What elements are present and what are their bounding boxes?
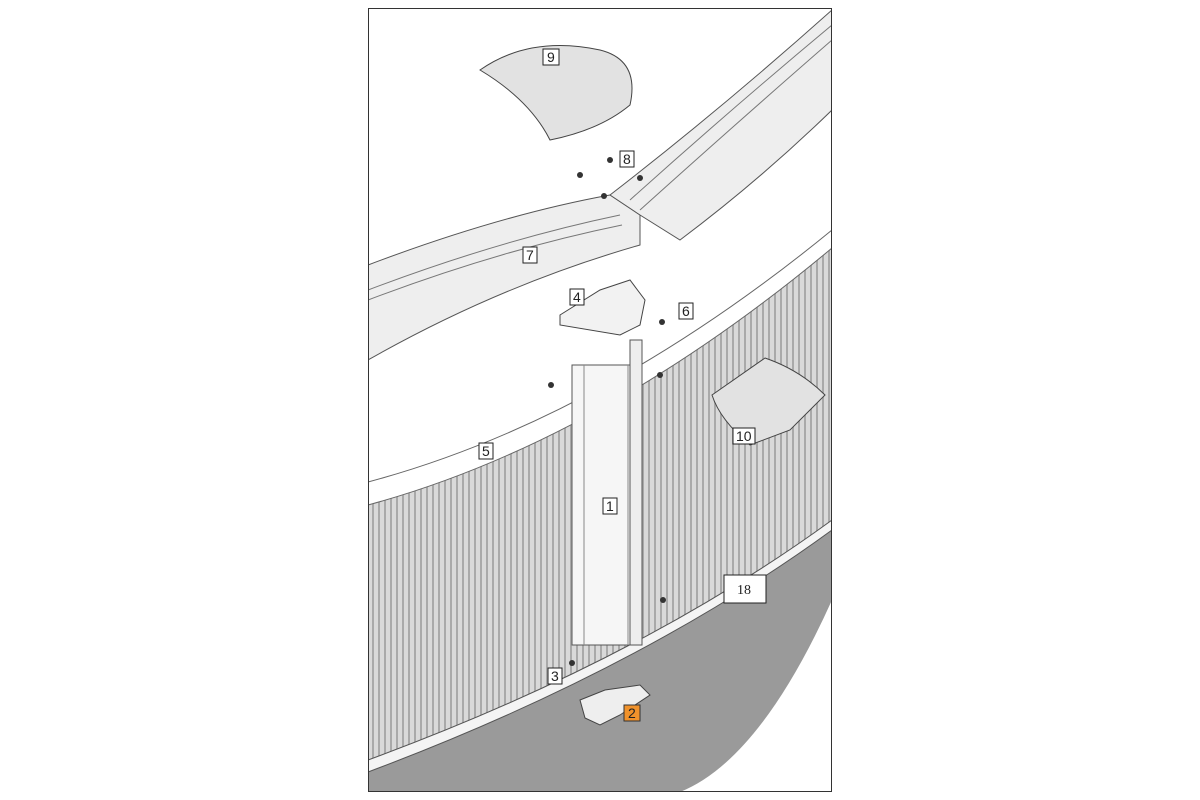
label-2: 2 [623, 704, 641, 722]
upright [571, 339, 643, 646]
top-ledge-right [609, 9, 832, 241]
svg-text:18: 18 [737, 583, 751, 598]
svg-text:10: 10 [736, 428, 752, 444]
screws [548, 157, 666, 666]
svg-text:4: 4 [573, 289, 581, 305]
label-6: 6 [678, 302, 694, 320]
label-7: 7 [522, 246, 538, 264]
label-3: 3 [547, 667, 563, 685]
svg-text:7: 7 [526, 247, 534, 263]
svg-text:9: 9 [547, 49, 555, 65]
svg-text:8: 8 [623, 151, 631, 167]
top-cap [479, 45, 633, 141]
label-4: 4 [569, 288, 585, 306]
svg-text:3: 3 [551, 668, 559, 684]
ground-area [368, 530, 832, 792]
bottom-track [368, 519, 832, 773]
svg-text:6: 6 [682, 303, 690, 319]
svg-text:1: 1 [606, 498, 614, 514]
top-rail-band [368, 229, 832, 506]
label-18: 18 [723, 574, 767, 604]
label-8: 8 [619, 150, 635, 168]
label-10: 10 [732, 427, 756, 445]
side-cap [711, 357, 826, 446]
svg-text:2: 2 [628, 705, 636, 721]
label-5: 5 [478, 442, 494, 460]
svg-text:5: 5 [482, 443, 490, 459]
label-1: 1 [602, 497, 618, 515]
connector-plate [559, 279, 646, 336]
label-9: 9 [542, 48, 560, 66]
